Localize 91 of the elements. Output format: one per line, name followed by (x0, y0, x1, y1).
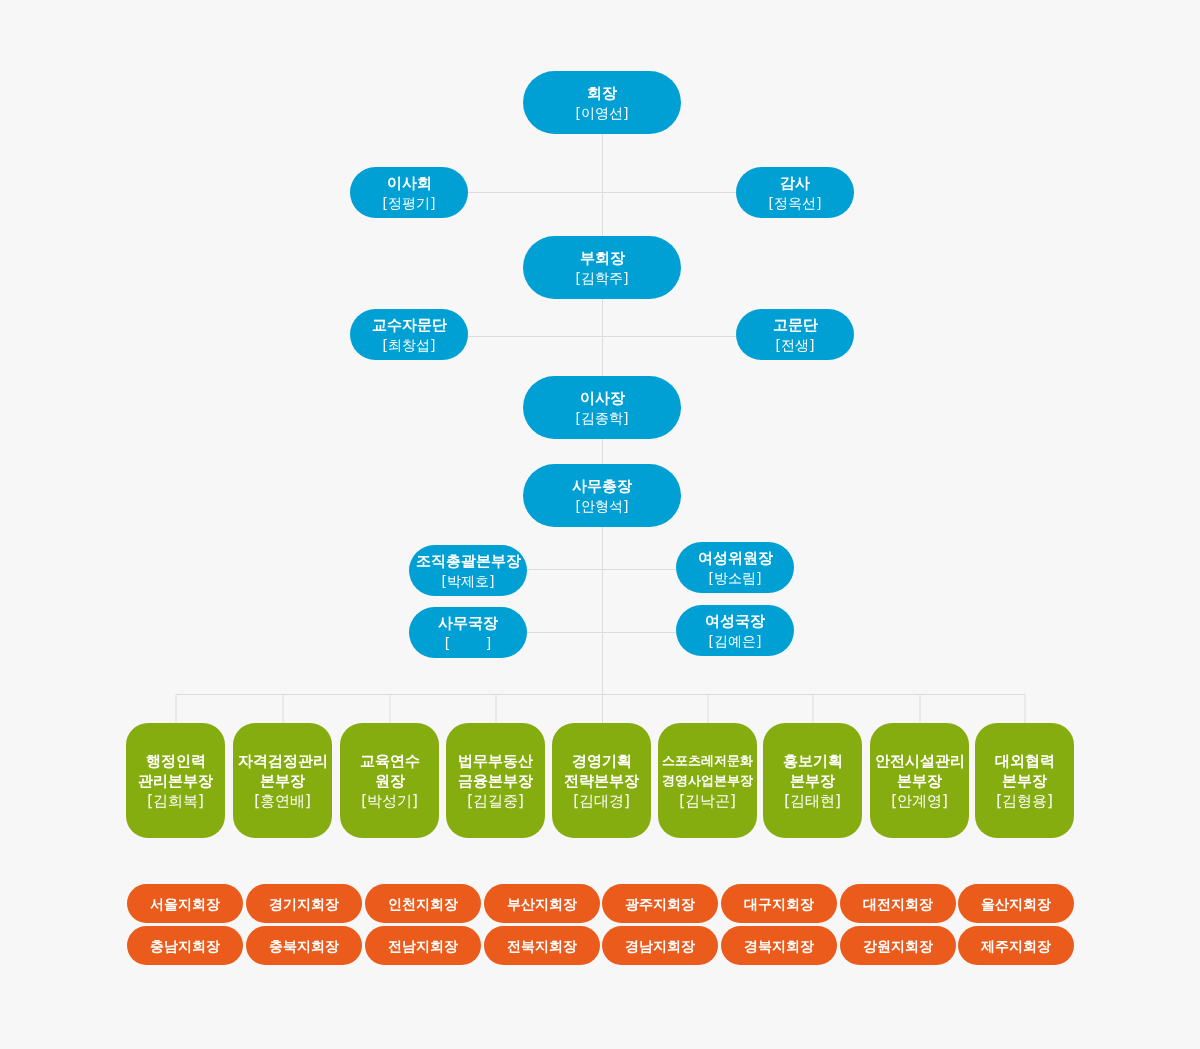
branch-node (484, 926, 600, 965)
branch-name: 전남지회장 (388, 936, 458, 956)
position-title: 고문단 (772, 314, 818, 335)
person-name: [김낙곤] (679, 790, 736, 811)
branch-name: 대전지회장 (863, 894, 933, 914)
division-node (233, 723, 332, 838)
person-name: [최창섭] (382, 335, 436, 355)
division-node (763, 723, 862, 838)
branch-node (840, 926, 956, 965)
branch-node (602, 884, 718, 923)
person-name: [김학주] (575, 268, 629, 288)
division-node (658, 723, 757, 838)
branch-node (127, 884, 243, 923)
person-name: [김희복] (147, 790, 204, 811)
position-node (409, 607, 527, 658)
division-title: 홍보기획 본부장 (781, 750, 844, 791)
person-name: [안형석] (575, 496, 629, 516)
branch-name: 전북지회장 (507, 936, 577, 956)
branch-name: 서울지회장 (150, 894, 220, 914)
person-name: [전생] (775, 335, 815, 355)
branch-node (127, 926, 243, 965)
position-node (736, 167, 854, 218)
branch-node (958, 884, 1074, 923)
position-node (736, 309, 854, 360)
position-title: 여성국장 (705, 610, 765, 631)
person-name: [안계영] (891, 790, 948, 811)
branch-node (365, 884, 481, 923)
branch-name: 경남지회장 (625, 936, 695, 956)
branch-node (958, 926, 1074, 965)
person-name: [김길중] (467, 790, 524, 811)
division-title: 행정인력 관리본부장 (137, 750, 214, 791)
position-node (350, 167, 468, 218)
branch-name: 경북지회장 (744, 936, 814, 956)
branch-node (246, 926, 362, 965)
position-node (676, 605, 794, 656)
division-node (870, 723, 969, 838)
branch-node (721, 926, 837, 965)
person-name: [정평기] (382, 193, 436, 213)
position-title: 이사회 (386, 172, 432, 193)
division-node (975, 723, 1074, 838)
person-name: [김예은] (708, 631, 762, 651)
division-title: 스포츠레저문화 경영사업본부장 (661, 751, 754, 790)
branch-node (365, 926, 481, 965)
division-title: 대외협력 본부장 (993, 750, 1056, 791)
position-node (676, 542, 794, 593)
division-node (446, 723, 545, 838)
branch-name: 경기지회장 (269, 894, 339, 914)
division-title: 안전시설관리 본부장 (873, 750, 966, 791)
position-title: 감사 (780, 172, 810, 193)
branch-name: 광주지회장 (625, 894, 695, 914)
branch-name: 인천지회장 (388, 894, 458, 914)
person-name: [이영선] (575, 103, 629, 123)
division-title: 법무부동산 금융본부장 (457, 750, 534, 791)
branch-node (840, 884, 956, 923)
division-title: 경영기획 전략본부장 (563, 750, 640, 791)
position-node (350, 309, 468, 360)
position-title: 회장 (587, 82, 617, 103)
branch-name: 부산지회장 (507, 894, 577, 914)
branch-name: 제주지회장 (981, 936, 1051, 956)
division-title: 자격검정관리 본부장 (236, 750, 329, 791)
branch-name: 대구지회장 (744, 894, 814, 914)
division-node (340, 723, 439, 838)
position-title: 교수자문단 (371, 314, 447, 335)
position-title: 사무총장 (572, 475, 632, 496)
position-title: 이사장 (579, 387, 625, 408)
branch-name: 충남지회장 (150, 936, 220, 956)
person-name: [김태현] (784, 790, 841, 811)
position-title: 사무국장 (438, 612, 498, 633)
division-node (126, 723, 225, 838)
position-title: 부회장 (579, 247, 625, 268)
person-name: [ ] (444, 633, 492, 653)
division-title: 교육연수 원장 (358, 750, 421, 791)
branch-name: 울산지회장 (981, 894, 1051, 914)
person-name: [김형용] (996, 790, 1053, 811)
division-node (552, 723, 651, 838)
branch-node (246, 884, 362, 923)
person-name: [박성기] (361, 790, 418, 811)
position-title: 조직총괄본부장 (415, 550, 521, 571)
branch-node (484, 884, 600, 923)
position-node (409, 545, 527, 596)
branch-node (721, 884, 837, 923)
person-name: [김대경] (573, 790, 630, 811)
position-title: 여성위원장 (697, 547, 773, 568)
person-name: [김종학] (575, 408, 629, 428)
person-name: [방소림] (708, 568, 762, 588)
branch-name: 충북지회장 (269, 936, 339, 956)
person-name: [홍연배] (254, 790, 311, 811)
branch-node (602, 926, 718, 965)
branch-name: 강원지회장 (863, 936, 933, 956)
person-name: [정옥선] (768, 193, 822, 213)
person-name: [박제호] (441, 571, 495, 591)
